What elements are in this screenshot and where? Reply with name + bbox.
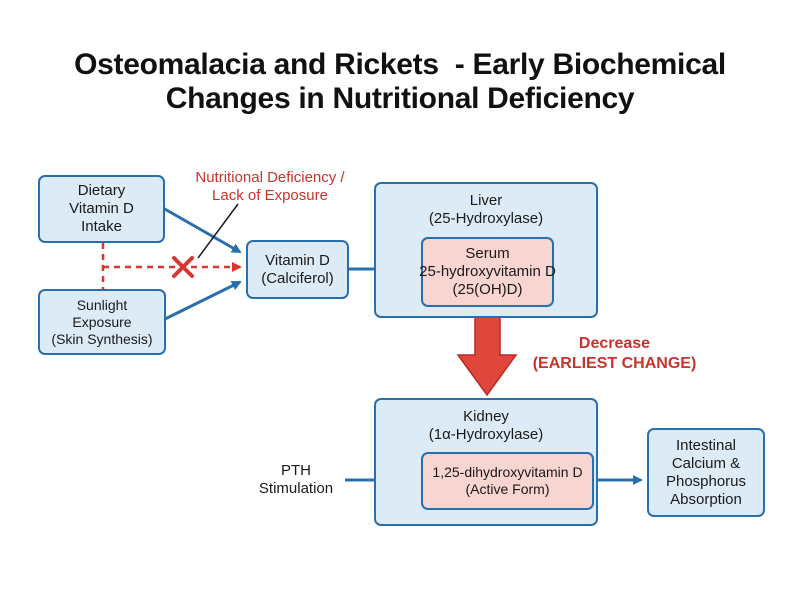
sunlight-line-1: Sunlight	[76, 296, 128, 313]
serum-line-1: Serum	[465, 245, 510, 262]
pth-line-2: Stimulation	[258, 480, 334, 497]
dihydroxy-line-2: (Active Form)	[465, 481, 550, 497]
serum-25ohd-box: Serum 25-hydroxyvitamin D (25(OH)D)	[419, 237, 556, 307]
liver-line-1: Liver	[469, 192, 503, 209]
deficiency-line-1: Nutritional Deficiency /	[195, 169, 345, 186]
intestinal-line-1: Intestinal	[675, 436, 737, 454]
kidney-line-2: (1α-Hydroxylase)	[428, 426, 544, 443]
title-line-1: Osteomalacia and Rickets - Early Biochem…	[74, 48, 726, 81]
diagram-title: Osteomalacia and Rickets - Early Biochem…	[0, 48, 800, 116]
intestinal-absorption-box: Intestinal Calcium & Phosphorus Absorpti…	[647, 428, 765, 517]
arrow-sunlight-to-vitamin-d	[162, 280, 242, 322]
dietary-line-2: Vitamin D	[69, 200, 134, 217]
intestinal-line-2: Calcium &	[671, 454, 741, 472]
pth-stimulation-label: PTH Stimulation	[245, 462, 347, 498]
deficiency-label: Nutritional Deficiency / Lack of Exposur…	[175, 169, 365, 205]
sunlight-exposure-box: Sunlight Exposure (Skin Synthesis)	[38, 289, 166, 355]
intestinal-line-4: Absorption	[670, 490, 742, 508]
decrease-line-1: Decrease	[578, 335, 651, 352]
decrease-label: Decrease (EARLIEST CHANGE)	[512, 334, 717, 374]
decrease-down-arrow	[456, 309, 518, 397]
dihydroxyvitamin-d-box: 1,25-dihydroxyvitamin D (Active Form)	[421, 452, 594, 510]
deficiency-pointer-line	[197, 203, 239, 259]
intestinal-line-3: Phosphorus	[665, 472, 747, 490]
liver-line-2: (25-Hydroxylase)	[428, 210, 544, 227]
title-line-2: Changes in Nutritional Deficiency	[165, 82, 635, 115]
serum-line-3: (25(OH)D)	[452, 281, 523, 298]
serum-line-2: 25-hydroxyvitamin D	[419, 263, 556, 280]
arrow-dietary-to-vitamin-d	[162, 206, 242, 254]
vitamin-d-line-2: (Calciferol)	[261, 269, 334, 287]
decrease-line-2: (EARLIEST CHANGE)	[532, 355, 697, 372]
deficiency-line-2: Lack of Exposure	[212, 187, 328, 204]
vitamin-d-line-1: Vitamin D	[265, 251, 330, 269]
vitamin-d-box: Vitamin D (Calciferol)	[246, 240, 349, 299]
kidney-line-1: Kidney	[463, 408, 509, 425]
dietary-vitamin-d-box: Dietary Vitamin D Intake	[38, 175, 165, 243]
sunlight-line-3: (Skin Synthesis)	[51, 330, 153, 347]
sunlight-line-2: Exposure	[72, 313, 132, 330]
dietary-line-1: Dietary	[77, 182, 126, 199]
dihydroxy-line-1: 1,25-dihydroxyvitamin D	[432, 464, 583, 480]
dietary-line-3: Intake	[81, 218, 122, 235]
pth-line-1: PTH	[281, 462, 311, 479]
x-mark-icon	[172, 256, 194, 278]
